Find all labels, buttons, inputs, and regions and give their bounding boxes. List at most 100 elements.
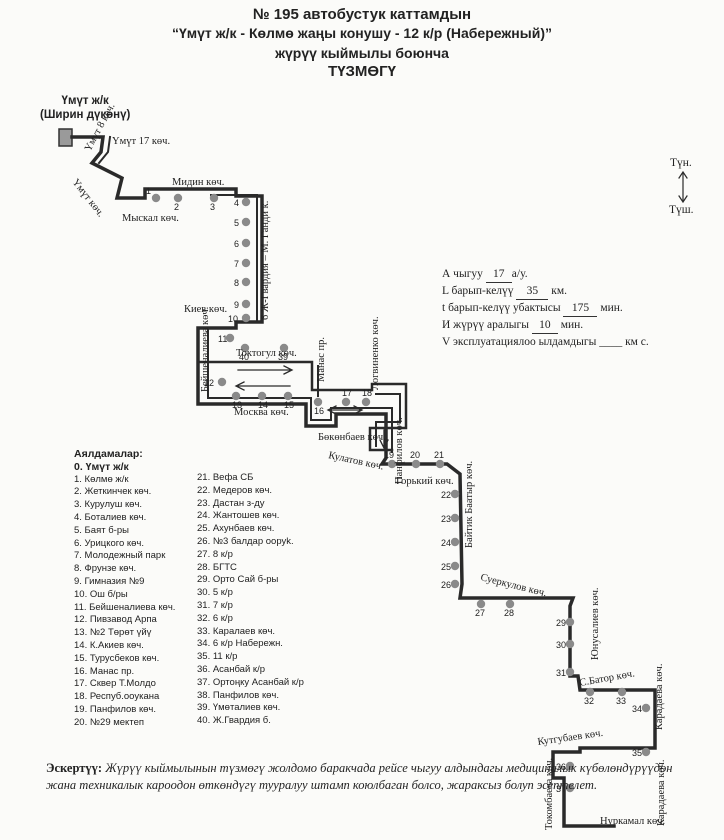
direction-arrows-3 <box>379 429 389 450</box>
stop-item: 23. Дастан з-ду <box>197 497 265 509</box>
stop-number: 20 <box>410 450 420 460</box>
stop-number: 27 <box>475 608 485 618</box>
terminal-box <box>58 128 73 147</box>
stop-number: 5 <box>234 218 239 228</box>
stop-number: 37 <box>556 784 566 794</box>
route-line-outer <box>70 135 657 828</box>
stop-number: 7 <box>234 259 239 269</box>
param-i: И жүрүү аралыгы 10 мин. <box>442 317 649 334</box>
stop-item: 3. Курулуш көч. <box>74 499 143 511</box>
street-label: Карадаева көч. <box>656 760 667 826</box>
note-text: Жүрүү кыймылынын түзмөгү жолдомо баракча… <box>46 761 673 792</box>
street-label: Панфилов көч. <box>394 417 405 484</box>
stop-item: 12. Пивзавод Арпа <box>74 614 157 626</box>
stop-number: 14 <box>258 400 268 410</box>
stop-item: 29. Орто Сай б-ры <box>197 574 279 586</box>
stop-number: 12 <box>204 378 214 388</box>
stop-marker <box>361 397 371 407</box>
stop-number: 33 <box>616 696 626 706</box>
param-l: L барып-келүү 35 км. <box>442 283 649 300</box>
stop-number: 40 <box>239 352 249 362</box>
param-v: V эксплуатациялоо ылдамдыгы ____ км с. <box>442 336 649 348</box>
stop-number: 9 <box>234 300 239 310</box>
stop-number: 31 <box>556 668 566 678</box>
stop-marker <box>435 459 445 469</box>
stop-item: 22. Медеров көч. <box>197 484 273 496</box>
stop-number: 30 <box>556 640 566 650</box>
note-label: Эскертүү: <box>46 761 103 775</box>
stop-marker <box>241 277 251 287</box>
title-line-2: “Үмүт ж/к - Көлмө жаңы конушу - 12 к/р (… <box>172 25 552 41</box>
stop-marker <box>257 391 267 401</box>
stop-number: 18 <box>362 388 372 398</box>
title-line-1: № 195 автобустук каттамдын <box>252 6 472 23</box>
stop-item: 40. Ж.Гвардия б. <box>197 715 271 727</box>
stop-item: 27. 8 к/р <box>197 548 233 560</box>
stop-marker <box>225 333 235 343</box>
stop-number: 3 <box>210 202 215 212</box>
stop-marker <box>231 391 241 401</box>
stop-item: 11. Бейшеналиева көч. <box>74 601 176 613</box>
stop-item: 28. БГТС <box>197 561 237 573</box>
note: Эскертүү: Жүрүү кыймылынын түзмөгү жолдо… <box>46 760 686 794</box>
stop-marker <box>565 761 575 771</box>
stop-item: 21. Вефа СБ <box>197 472 254 483</box>
street-label: Байтик Баатыр көч. <box>464 461 475 548</box>
stop-number: 8 <box>234 278 239 288</box>
street-label: Киев көч. <box>184 304 227 315</box>
param-t: t барып-келүү убактысы 175 мин. <box>442 300 649 317</box>
route-loop-inner <box>317 365 401 447</box>
stop-item: 14. К.Акиев көч. <box>74 639 144 651</box>
stop-item: 7. Молодежный парк <box>74 550 166 562</box>
street-label: Суеркулов көч. <box>479 572 547 599</box>
stop-number: 6 <box>234 239 239 249</box>
street-label: Юнусалиев көч. <box>590 587 601 660</box>
stop-item: 9. Гимназия №9 <box>74 575 145 587</box>
street-label: Кулатов көч. <box>327 450 384 472</box>
street-label: Манас пр. <box>316 337 327 382</box>
stop-number: 32 <box>584 696 594 706</box>
street-label: Үмүт 17 көч. <box>112 136 170 147</box>
stop-marker <box>151 193 161 203</box>
stop-marker <box>450 561 460 571</box>
stop-marker <box>565 617 575 627</box>
stop-marker <box>641 747 651 757</box>
street-label: С.Батор көч. <box>579 668 636 689</box>
terminal-sub: (Ширин дүкөнү) <box>40 109 131 121</box>
stop-item: 17. Сквер Т.Молдо <box>74 678 156 690</box>
stop-item: 15. Турусбеков көч. <box>74 652 160 664</box>
stop-first: 0. Үмүт ж/к <box>74 460 129 473</box>
stop-marker <box>450 513 460 523</box>
street-label: Карадаева көч. <box>654 664 665 730</box>
stop-number: 39 <box>278 352 288 362</box>
stop-item: 31. 7 к/р <box>197 599 233 611</box>
stop-item: 38. Панфилов көч. <box>197 689 279 701</box>
street-label: Үмүт көч. <box>70 177 106 219</box>
street-label: Бейшеналиева көч. <box>200 307 211 392</box>
stop-marker <box>505 599 515 609</box>
stop-marker <box>241 217 251 227</box>
compass-south: Түш. <box>669 204 694 216</box>
stop-marker <box>617 687 627 697</box>
stop-number: 15 <box>284 400 294 410</box>
stop-number: 25 <box>441 562 451 572</box>
stop-number: 23 <box>441 514 451 524</box>
street-label: Мыскал көч. <box>122 213 179 224</box>
direction-arrows <box>234 365 294 391</box>
stops-title: Аялдамалар: <box>74 448 143 460</box>
street-label: Логвиненко көч. <box>370 316 381 390</box>
stop-marker <box>341 397 351 407</box>
stop-item: 18. Респуб.ооукана <box>74 691 160 703</box>
stop-item: 24. Жантошев көч. <box>197 510 280 522</box>
stop-marker <box>450 579 460 589</box>
street-label: Нуркамал көч. <box>600 816 665 827</box>
stop-marker <box>241 238 251 248</box>
street-label: Токтогул көч. <box>236 348 297 359</box>
stop-marker <box>565 667 575 677</box>
stop-marker <box>279 343 289 353</box>
stop-number: 17 <box>342 388 352 398</box>
stop-item: 19. Панфилов көч. <box>74 703 156 715</box>
